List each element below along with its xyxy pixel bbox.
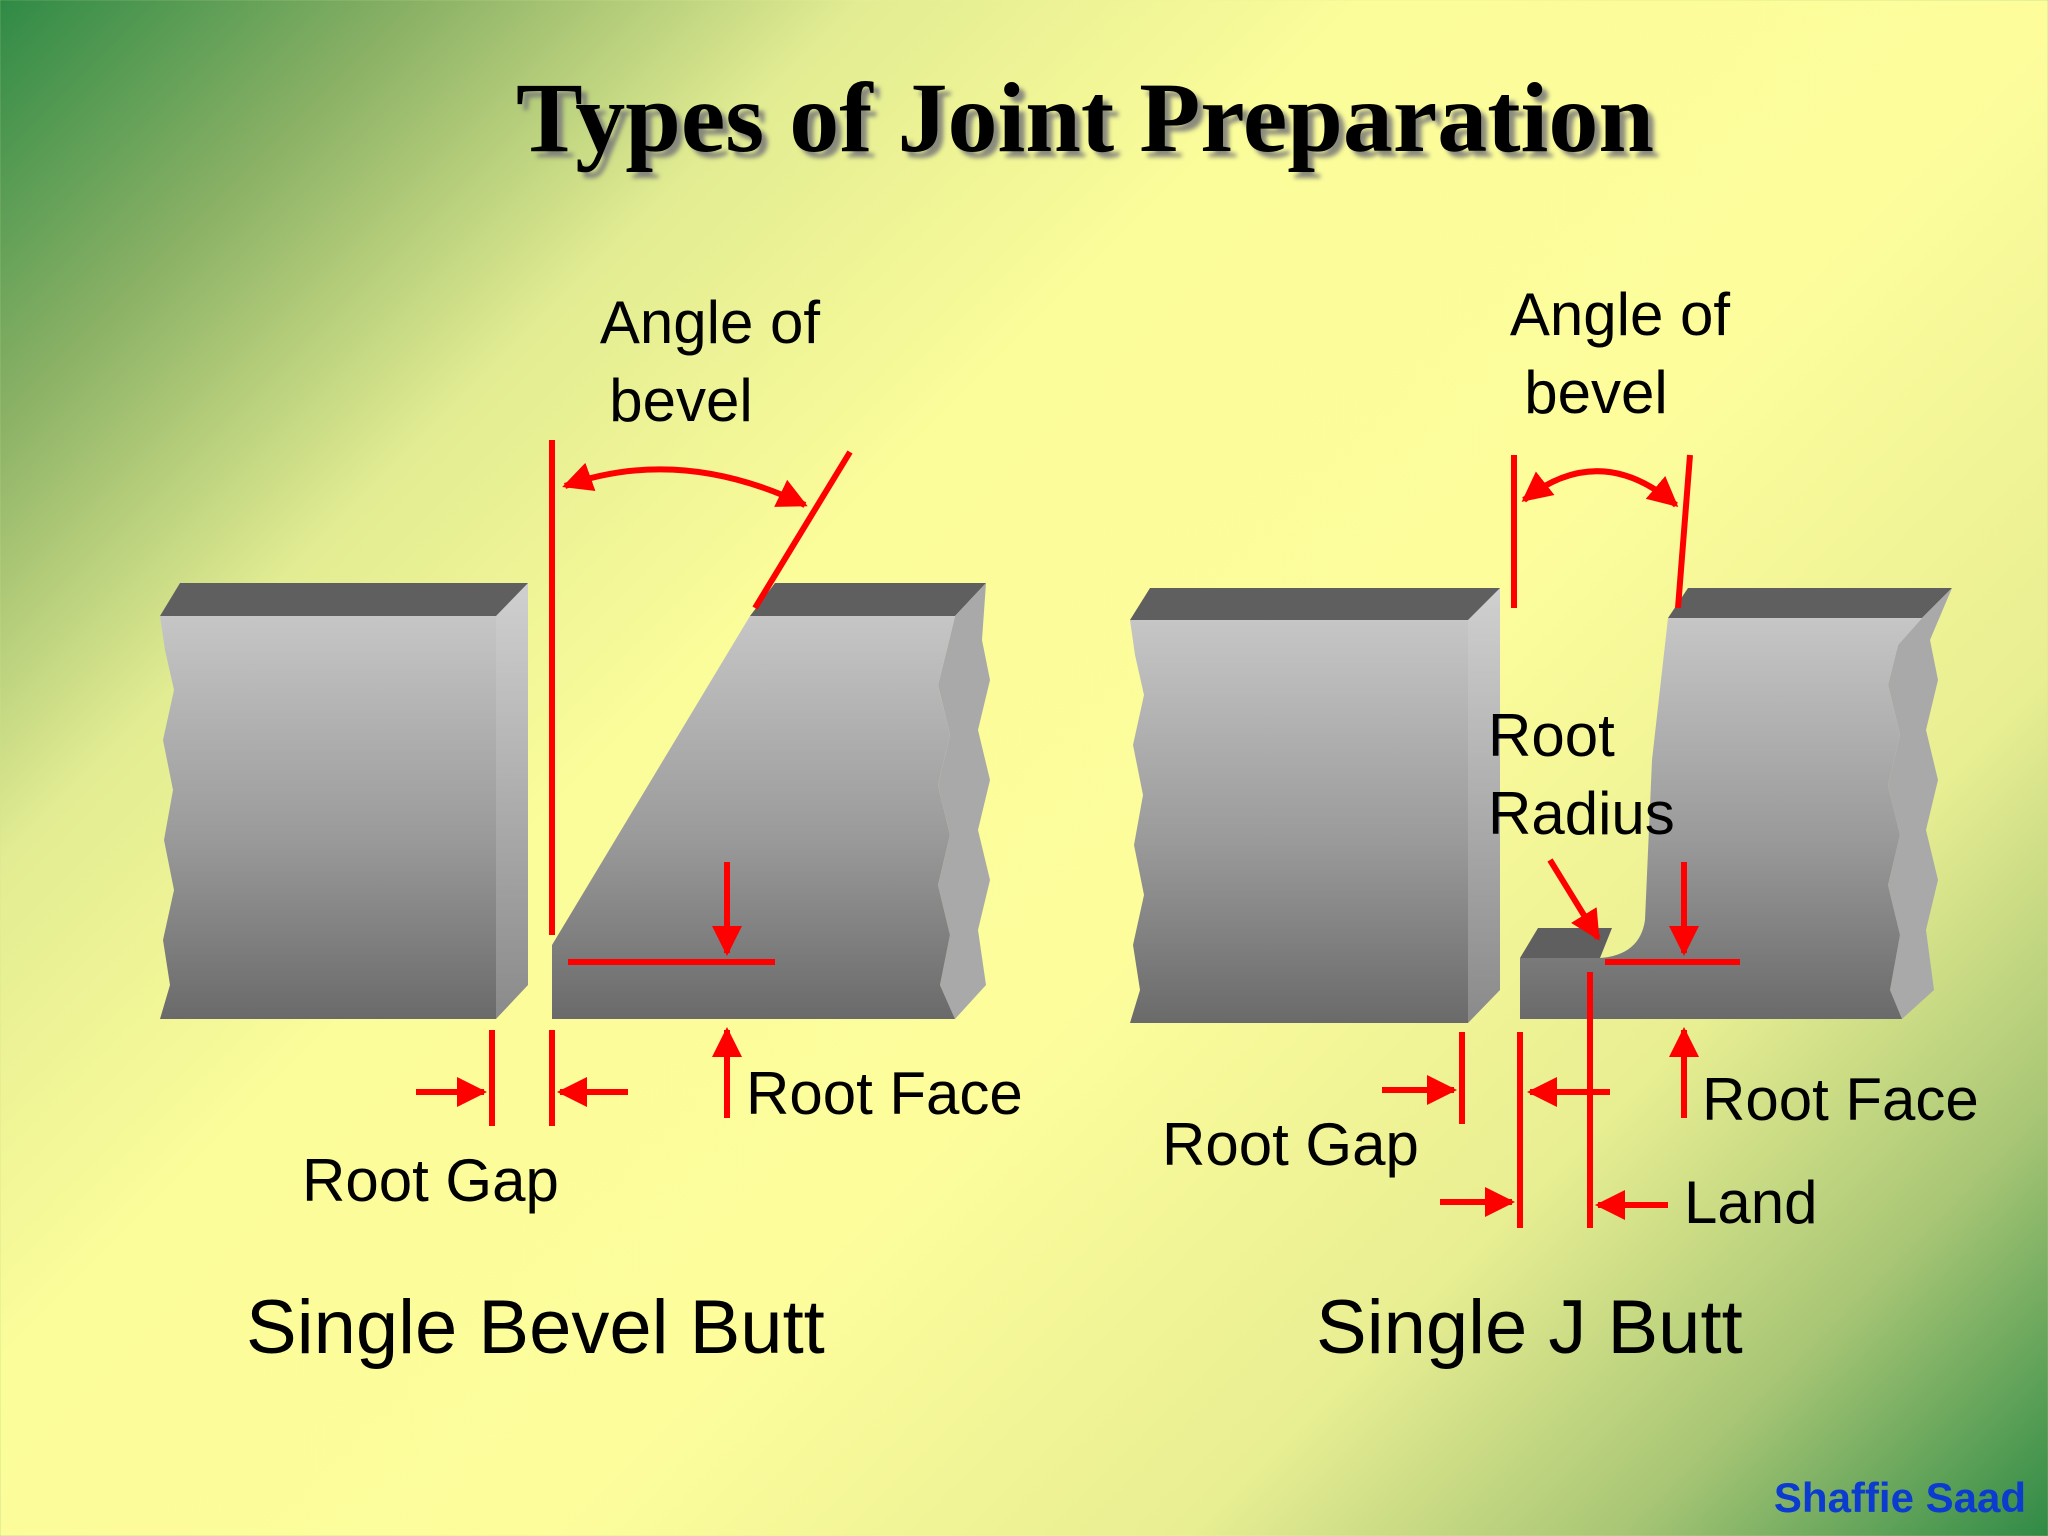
right-annotations (1382, 454, 1740, 1228)
right-root-gap-label: Root Gap (1162, 1111, 1419, 1178)
right-plate-1 (1130, 588, 1500, 1023)
left-annotations (416, 440, 853, 1126)
left-plate-1 (160, 583, 528, 1019)
land-label: Land (1684, 1169, 1818, 1236)
left-angle-of-bevel-label: Angle of bevel (599, 289, 821, 434)
left-root-gap-label: Root Gap (302, 1147, 559, 1214)
page-title: Types of Joint Preparation (516, 62, 1654, 173)
left-root-face-label: Root Face (746, 1060, 1023, 1127)
left-plate-2-bevelled (552, 583, 990, 1019)
single-j-butt-title: Single J Butt (1316, 1285, 1743, 1370)
right-plate-2-j-prepared (1520, 588, 1952, 1019)
single-bevel-butt-title: Single Bevel Butt (246, 1285, 825, 1370)
root-radius-label: Root Radius (1488, 702, 1675, 847)
right-root-face-label: Root Face (1702, 1066, 1979, 1133)
author-credit: Shaffie Saad (1773, 1474, 2026, 1521)
right-angle-of-bevel-label: Angle of bevel (1509, 281, 1731, 426)
